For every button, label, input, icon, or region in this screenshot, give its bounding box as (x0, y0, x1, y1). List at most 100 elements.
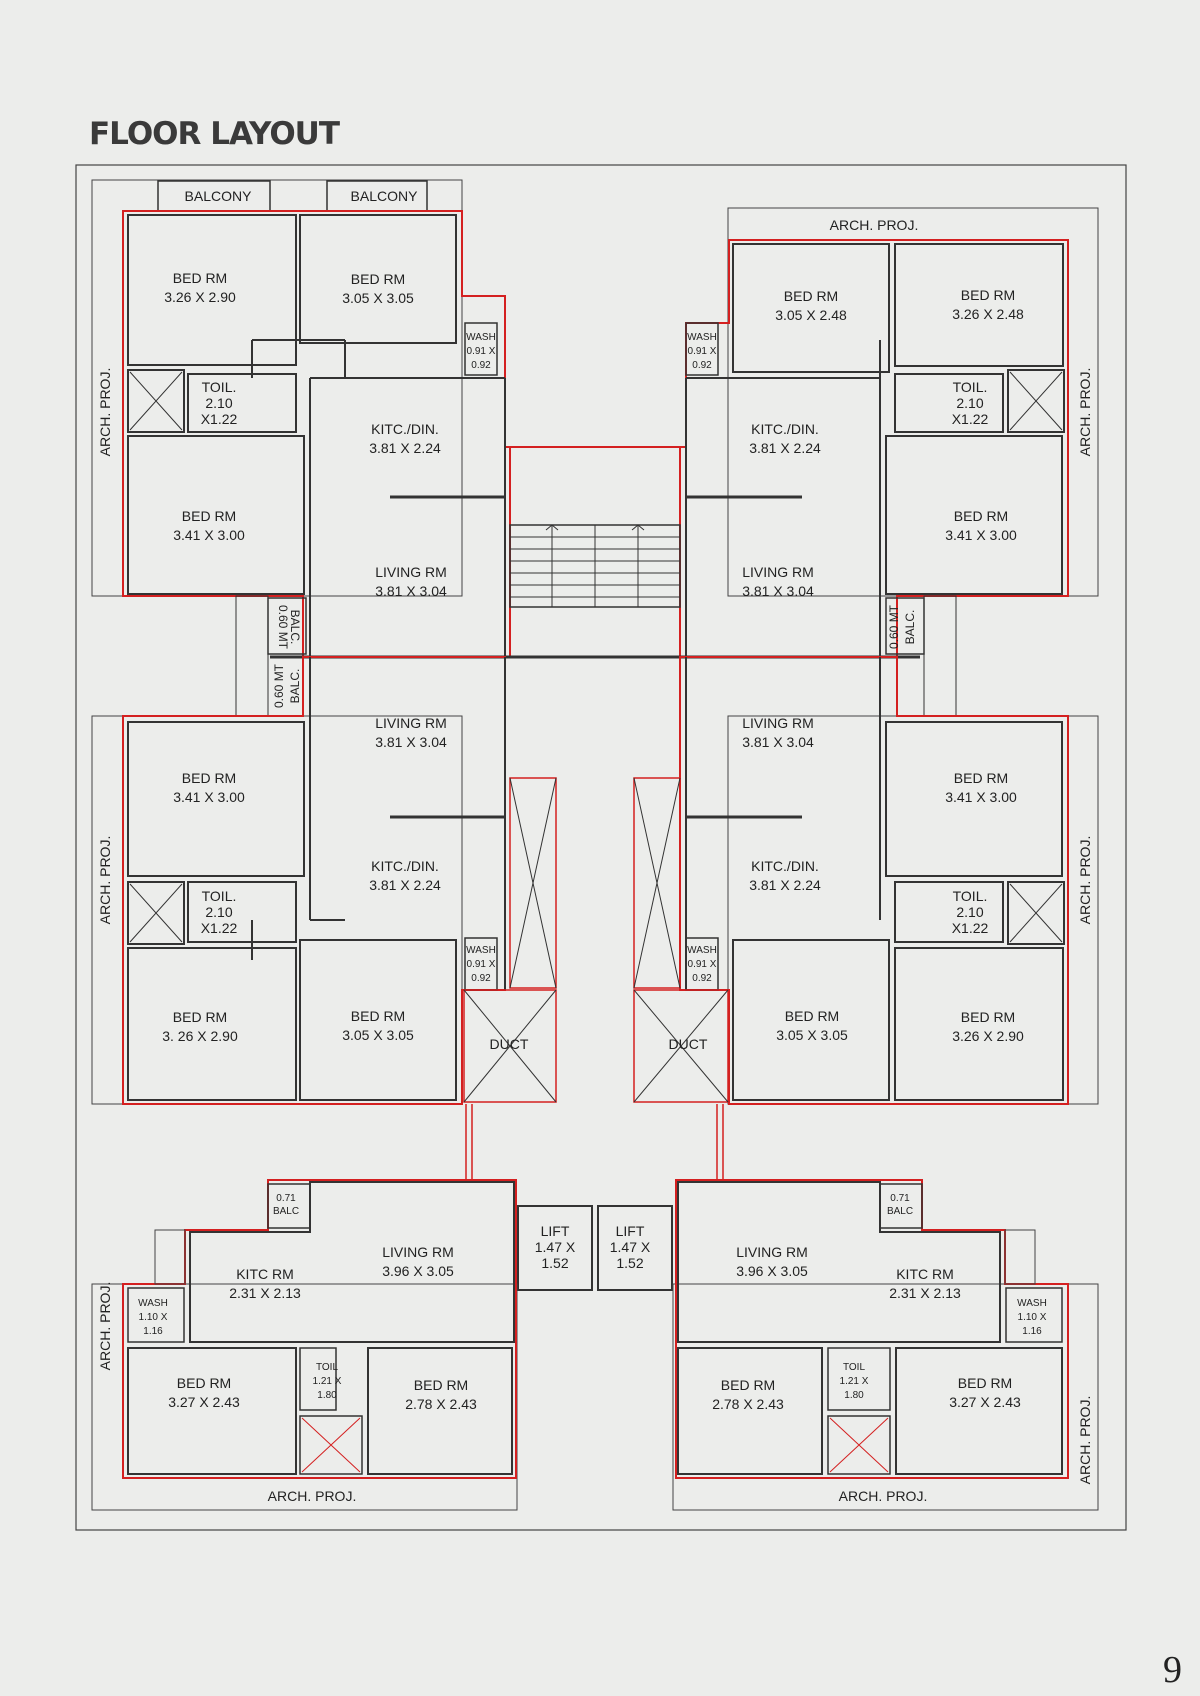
page-title: FLOOR LAYOUT (89, 116, 340, 152)
dim-bed-rm: 3. 26 X 2.90 (162, 1028, 238, 1044)
label-lift: LIFT (616, 1223, 645, 1239)
dim-bed-rm: 2.78 X 2.43 (712, 1396, 784, 1412)
label-bed-rm: BED RM (954, 508, 1008, 524)
dim-bed-rm: 3.27 X 2.43 (168, 1394, 240, 1410)
dim-kitc-din: 3.81 X 2.24 (749, 877, 821, 893)
dim-bed-rm: 3.41 X 3.00 (173, 789, 245, 805)
label-bed-rm: BED RM (173, 270, 227, 286)
label-living-rm: LIVING RM (742, 564, 814, 580)
arch-proj-outline (727, 715, 1099, 1105)
dim-bed-rm: 3.41 X 3.00 (945, 527, 1017, 543)
stair-core (235, 446, 957, 717)
label-bed-rm: BED RM (784, 288, 838, 304)
label-bed-rm: BED RM (173, 1009, 227, 1025)
unit-mid-left (91, 656, 557, 1105)
label-duct: DUCT (669, 1036, 708, 1052)
dim-toil-b: X1.22 (952, 411, 989, 427)
label-bed-rm: BED RM (351, 271, 405, 287)
label-balc-short: BALC (273, 1206, 299, 1217)
label-bed-rm: BED RM (785, 1008, 839, 1024)
label-arch-proj: ARCH. PROJ. (839, 1488, 928, 1504)
dim-kitc-din: 3.81 X 2.24 (369, 440, 441, 456)
label-wash: WASH (1017, 1298, 1047, 1309)
label-bed-rm: BED RM (182, 508, 236, 524)
dim-toil-b: X1.22 (952, 920, 989, 936)
lift-core (465, 1104, 724, 1291)
label-bed-rm: BED RM (182, 770, 236, 786)
dim-toil-b: X1.22 (201, 411, 238, 427)
label-toil: TOIL. (202, 888, 237, 904)
drawing-frame (75, 164, 1127, 1531)
dim-wash-a: 1.10 X (139, 1312, 168, 1323)
dim-bed-rm: 3.26 X 2.90 (952, 1028, 1024, 1044)
dim-wash-b: 1.16 (143, 1326, 163, 1337)
label-bed-rm: BED RM (351, 1008, 405, 1024)
arch-proj-outline (727, 207, 1099, 597)
dim-toil-b: 1.80 (317, 1390, 337, 1401)
label-toil: TOIL. (202, 379, 237, 395)
unit-bottom-right (672, 1179, 1099, 1511)
label-wash: WASH (466, 945, 496, 956)
label-kitc-din: KITC./DIN. (751, 858, 819, 874)
dim-wash-b: 0.92 (692, 973, 712, 984)
label-toil: TOIL. (953, 888, 988, 904)
dim-bed-rm: 3.26 X 2.90 (164, 289, 236, 305)
dim-lift-b: 1.52 (541, 1255, 568, 1271)
dim-living-rm: 3.81 X 3.04 (375, 734, 447, 750)
unit-mid-right (633, 656, 1099, 1105)
label-kitc-din: KITC./DIN. (371, 858, 439, 874)
dim-bed-rm: 3.26 X 2.48 (952, 306, 1024, 322)
arch-proj-outline (672, 1283, 1099, 1511)
dim-living-rm: 3.81 X 3.04 (375, 583, 447, 599)
dim-living-rm: 3.96 X 3.05 (736, 1263, 808, 1279)
label-duct: DUCT (490, 1036, 529, 1052)
label-kitc-rm: KITC RM (896, 1266, 954, 1282)
label-balc-060: 0.60 MT (272, 663, 286, 708)
label-toil: TOIL (316, 1362, 338, 1373)
dim-toil-a: 2.10 (956, 904, 983, 920)
dim-lift-a: 1.47 X (535, 1239, 576, 1255)
dim-wash-a: 1.10 X (1018, 1312, 1047, 1323)
label-arch-proj: ARCH. PROJ. (97, 836, 113, 925)
label-bed-rm: BED RM (177, 1375, 231, 1391)
dim-wash-a: 0.91 X (467, 346, 496, 357)
dim-lift-b: 1.52 (616, 1255, 643, 1271)
dim-bed-rm: 3.27 X 2.43 (949, 1394, 1021, 1410)
dim-kitc-rm: 2.31 X 2.13 (229, 1285, 301, 1301)
dim-toil-a: 1.21 X (840, 1376, 869, 1387)
dim-wash-a: 0.91 X (688, 346, 717, 357)
dim-wash-b: 0.92 (692, 360, 712, 371)
label-bed-rm: BED RM (961, 1009, 1015, 1025)
unit-red-outline (122, 1179, 517, 1479)
label-wash: WASH (138, 1298, 168, 1309)
label-balc: BALC. (288, 610, 302, 645)
label-balc-060: 0.60 MT (276, 605, 290, 650)
dim-bed-rm: 3.05 X 3.05 (342, 290, 414, 306)
dim-toil-a: 2.10 (956, 395, 983, 411)
label-toil: TOIL (843, 1362, 865, 1373)
dim-wash-a: 0.91 X (467, 959, 496, 970)
dim-bed-rm: 3.41 X 3.00 (945, 789, 1017, 805)
dim-wash-b: 0.92 (471, 973, 491, 984)
label-balc-071: 0.71 (276, 1193, 296, 1204)
label-arch-proj: ARCH. PROJ. (1077, 368, 1093, 457)
dim-kitc-rm: 2.31 X 2.13 (889, 1285, 961, 1301)
label-living-rm: LIVING RM (375, 715, 447, 731)
label-bed-rm: BED RM (958, 1375, 1012, 1391)
dim-living-rm: 3.96 X 3.05 (382, 1263, 454, 1279)
label-arch-proj: ARCH. PROJ. (1077, 1396, 1093, 1485)
label-toil: TOIL. (953, 379, 988, 395)
label-bed-rm: BED RM (414, 1377, 468, 1393)
label-arch-proj: ARCH. PROJ. (830, 217, 919, 233)
unit-top-right (679, 207, 1099, 658)
label-balc: BALC. (288, 669, 302, 704)
unit-bottom-left (91, 1179, 518, 1511)
dim-bed-rm: 2.78 X 2.43 (405, 1396, 477, 1412)
label-balc-short: BALC (887, 1206, 913, 1217)
label-arch-proj: ARCH. PROJ. (1077, 836, 1093, 925)
label-arch-proj: ARCH. PROJ. (268, 1488, 357, 1504)
dim-bed-rm: 3.05 X 3.05 (776, 1027, 848, 1043)
dim-living-rm: 3.81 X 3.04 (742, 583, 814, 599)
label-kitc-rm: KITC RM (236, 1266, 294, 1282)
